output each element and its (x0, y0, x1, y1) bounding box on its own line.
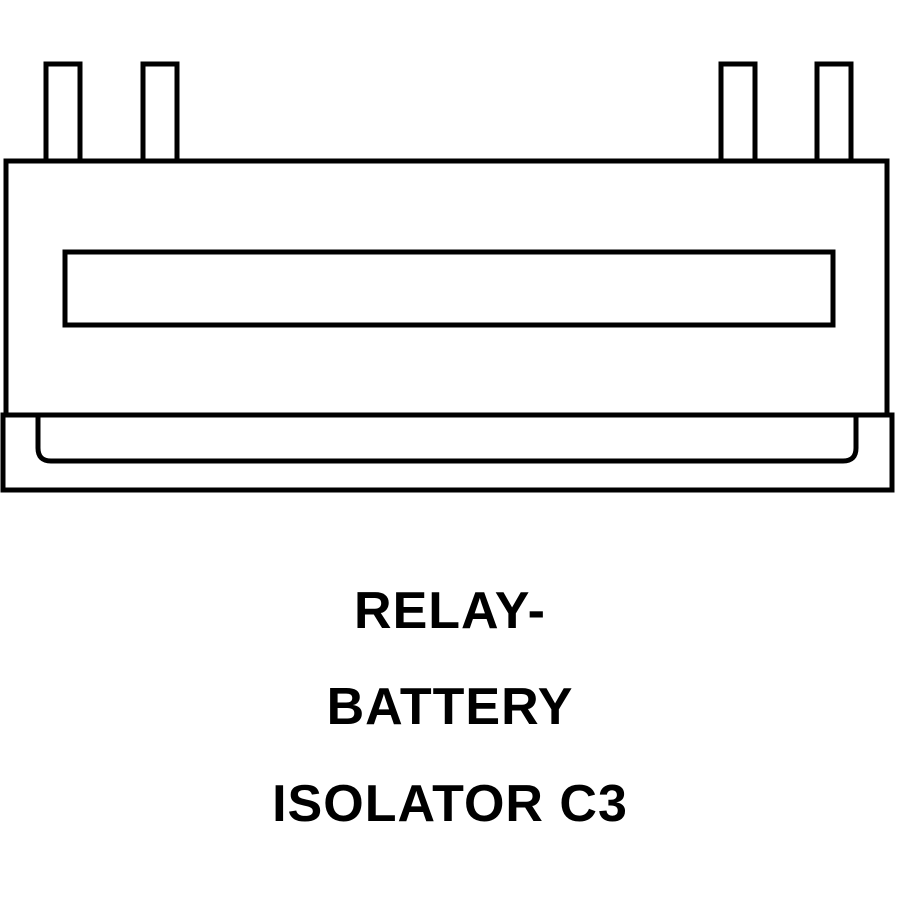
label-window (62, 249, 836, 328)
terminal-pin-1 (43, 61, 83, 164)
relay-label-line-3: ISOLATOR C3 (272, 775, 628, 833)
terminal-pin-3 (718, 61, 758, 164)
relay-label-line-2: BATTERY (326, 678, 574, 736)
mounting-base (0, 412, 895, 493)
terminal-pin-2 (140, 61, 180, 164)
base-inner-lip (35, 415, 859, 464)
relay-label-line-1: RELAY- (354, 582, 546, 640)
terminal-pin-4 (814, 61, 854, 164)
relay-housing (3, 158, 890, 418)
